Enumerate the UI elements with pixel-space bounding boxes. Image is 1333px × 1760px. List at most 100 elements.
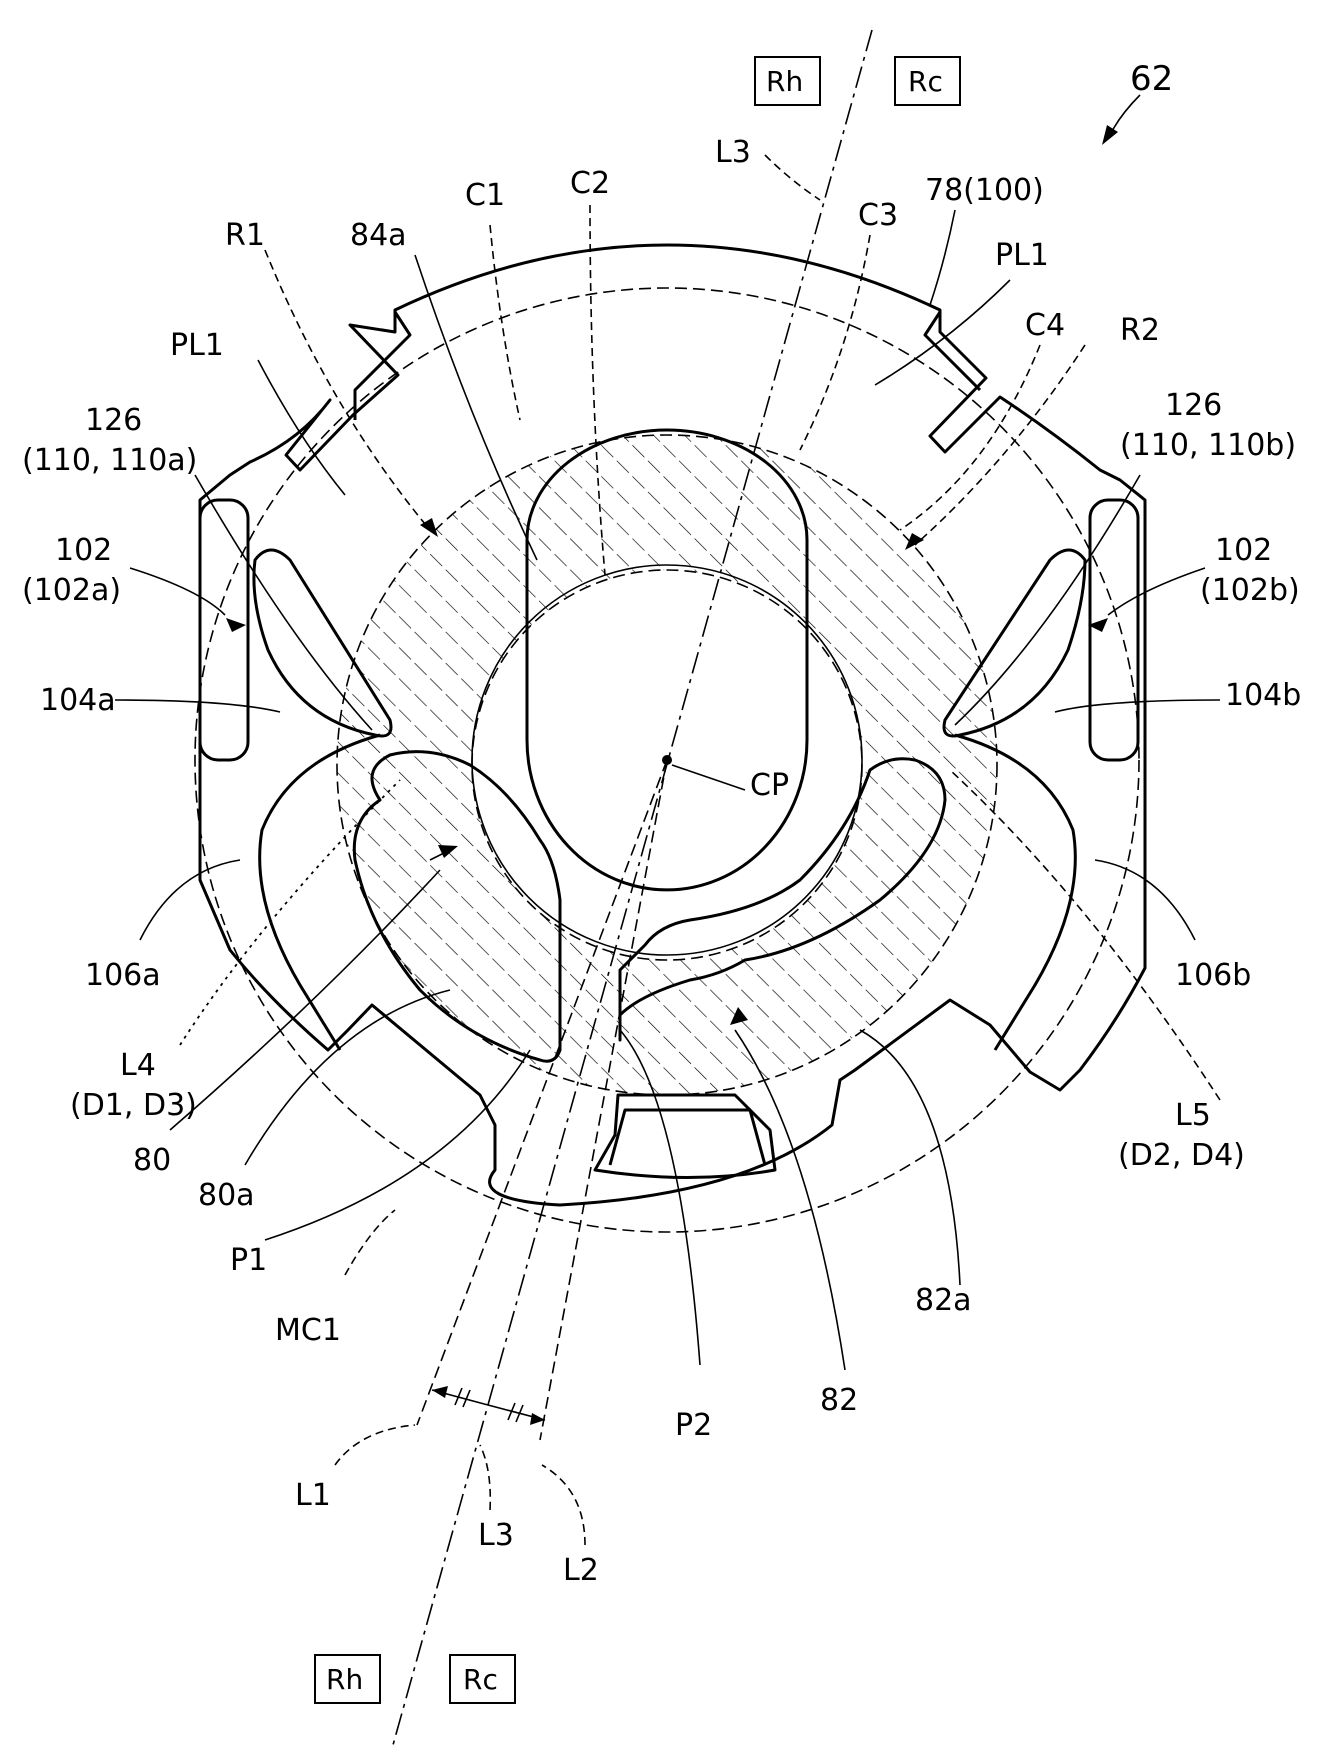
- label-p2: P2: [675, 1408, 712, 1443]
- label-106a: 106a: [85, 958, 161, 993]
- leader-pl1-right: [874, 279, 1011, 386]
- body-outline: [198, 243, 1147, 1207]
- label-l1: L1: [295, 1478, 331, 1513]
- leader-r2: [914, 344, 1086, 546]
- line-l1: [416, 759, 668, 1426]
- leader-p2: [619, 1029, 701, 1366]
- leader-82a: [859, 1029, 961, 1286]
- central-slot: [525, 428, 809, 892]
- label-pl1-right: PL1: [995, 238, 1049, 273]
- arrow-80-head: [438, 845, 458, 858]
- arm-106b: [954, 733, 1077, 1051]
- label-p1: P1: [230, 1243, 267, 1278]
- box-rh-bottom: [314, 1654, 381, 1704]
- label-rh-bottom: Rh: [326, 1663, 363, 1696]
- leader-106b: [1094, 859, 1196, 941]
- label-c4: C4: [1025, 308, 1065, 343]
- bottom-recess-inner: [608, 1108, 767, 1166]
- leader-p1: [264, 1049, 531, 1241]
- leader-r1: [264, 249, 431, 531]
- label-rc-top: Rc: [908, 65, 943, 98]
- label-mc1: MC1: [275, 1313, 341, 1348]
- hatched-ring-outer-edge: [336, 434, 998, 1096]
- label-126-right-sub: (110, 110b): [1120, 428, 1296, 463]
- leader-80: [169, 869, 441, 1131]
- label-78: 78(100): [925, 173, 1044, 208]
- label-pl1-left: PL1: [170, 328, 224, 363]
- cp-leader: [671, 764, 746, 791]
- leader-106a: [139, 859, 241, 941]
- arrow-62-head: [1102, 125, 1118, 145]
- leader-126-right: [954, 474, 1141, 726]
- label-80a: 80a: [198, 1178, 255, 1213]
- arrow-102-right-head: [1088, 618, 1108, 632]
- label-126-left: 126: [85, 403, 142, 438]
- label-rc-bottom: Rc: [463, 1663, 498, 1696]
- arrow-62: [1109, 94, 1141, 136]
- label-102-left-sub: (102a): [22, 573, 121, 608]
- leader-c1: [489, 224, 521, 421]
- label-l4: L4: [120, 1048, 156, 1083]
- leader-c4: [899, 344, 1041, 531]
- label-104a: 104a: [40, 683, 116, 718]
- port-80: [352, 750, 562, 1063]
- right-upper-notch: [923, 311, 982, 392]
- label-84a: 84a: [350, 218, 407, 253]
- port-82: [618, 757, 947, 1042]
- label-102-left: 102: [55, 533, 112, 568]
- box-rc-bottom: [449, 1654, 516, 1704]
- leader-l1: [334, 1424, 416, 1466]
- leader-126-left: [194, 474, 373, 731]
- label-102-right-sub: (102b): [1200, 573, 1300, 608]
- leader-l5: [949, 769, 1221, 1101]
- leader-pl1-left: [257, 359, 346, 496]
- leader-104b: [1054, 699, 1221, 713]
- dimension-arrow-right: [530, 1413, 545, 1425]
- label-l3-top: L3: [715, 135, 751, 170]
- finger-110b: [942, 548, 1087, 738]
- label-104b: 104b: [1225, 678, 1301, 713]
- slot-102b: [1088, 498, 1140, 762]
- slot-102a: [198, 498, 250, 762]
- label-l5-sub: (D2, D4): [1118, 1138, 1245, 1173]
- finger-110a: [252, 548, 393, 738]
- label-rh-top: Rh: [766, 65, 803, 98]
- leader-84a: [414, 254, 538, 561]
- label-l5: L5: [1175, 1098, 1211, 1133]
- label-62: 62: [1130, 59, 1173, 99]
- leader-102-left: [129, 567, 226, 616]
- inner-circle: [471, 564, 863, 956]
- leader-l4: [179, 779, 401, 1046]
- leader-82: [734, 1029, 846, 1371]
- left-upper-notch: [353, 311, 412, 420]
- box-rh-top: [754, 56, 821, 106]
- arrow-r2-head: [905, 533, 924, 550]
- label-82a: 82a: [915, 1283, 972, 1318]
- arrow-r1-head: [420, 518, 438, 537]
- tick-marks-1: [454, 1387, 471, 1408]
- dimension-arrow-left: [432, 1386, 448, 1398]
- label-l2: L2: [563, 1553, 599, 1588]
- leader-c3: [799, 234, 871, 451]
- centerline-l3: [392, 29, 873, 1746]
- leader-l3-top: [764, 154, 821, 201]
- tick-marks-2: [507, 1402, 524, 1423]
- arrow-102-left-head: [226, 618, 246, 632]
- line-l2: [539, 759, 668, 1441]
- label-c1: C1: [465, 178, 505, 213]
- leader-102-right: [1107, 567, 1206, 616]
- leader-mc1: [344, 1209, 396, 1276]
- arm-106a: [258, 733, 381, 1051]
- arrow-82-head: [730, 1007, 748, 1025]
- label-l3-bottom: L3: [478, 1518, 514, 1553]
- leader-78: [929, 209, 956, 306]
- label-cp: CP: [750, 768, 789, 803]
- bottom-recess: [593, 1093, 777, 1179]
- label-r1: R1: [225, 218, 265, 253]
- label-80: 80: [133, 1143, 171, 1178]
- box-rc-top: [894, 56, 961, 106]
- label-c3: C3: [858, 198, 898, 233]
- center-point-cp: [662, 755, 672, 765]
- label-126-right: 126: [1165, 388, 1222, 423]
